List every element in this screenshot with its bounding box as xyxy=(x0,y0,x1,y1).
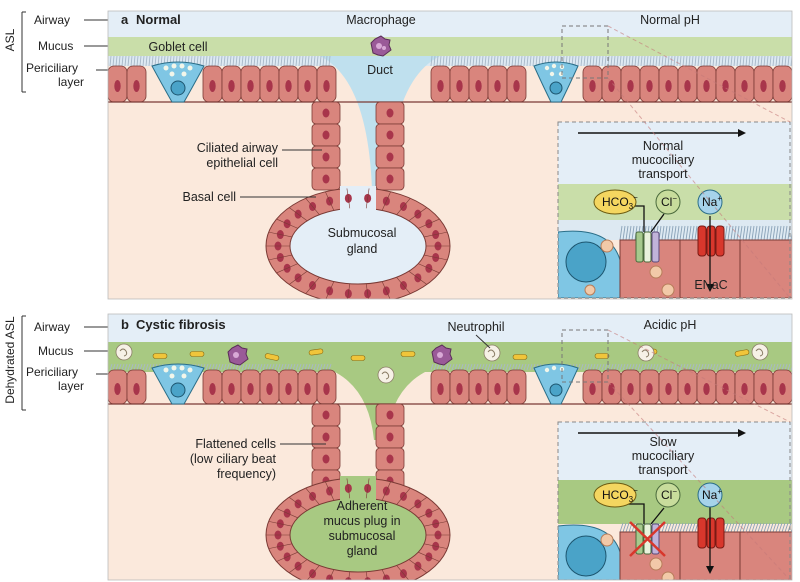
block-cross-icon xyxy=(629,521,666,557)
layer-label-a: layer xyxy=(58,75,84,89)
macrophage-label: Macrophage xyxy=(346,13,416,27)
bicarbonate-ion-b xyxy=(593,482,637,508)
side-labels: ASL Airway Mucus Periciliary layer Dehyd… xyxy=(3,11,108,411)
cftr-channel-b-blocked xyxy=(629,521,666,557)
labels-panel-a: a Normal Macrophage Normal pH Goblet cel… xyxy=(121,12,728,292)
sodium-ion-b xyxy=(697,482,723,508)
macrophage-icon xyxy=(370,35,392,57)
panel-cystic-fibrosis xyxy=(108,314,792,580)
flattened-cells-label-1: Flattened cells xyxy=(195,437,276,451)
zoom-inset-a xyxy=(557,121,792,299)
periciliary-layer-b xyxy=(108,366,792,372)
enac-channel-b xyxy=(697,517,725,549)
bicarbonate-ion-a xyxy=(593,189,637,215)
mucus-plug-label-1: Adherent xyxy=(337,499,388,513)
epithelium-row-a xyxy=(108,65,792,103)
cftr-channel-a xyxy=(635,231,660,263)
goblet-cell-a-left xyxy=(151,61,205,103)
flattened-cells-label-2: (low ciliary beat xyxy=(190,452,277,466)
asl-bracket-label: ASL xyxy=(3,28,17,51)
duct-plug-b xyxy=(320,366,440,440)
layer-label-b: layer xyxy=(58,379,84,393)
flattened-cells-label-3: frequency) xyxy=(217,467,276,481)
neutrophil-label: Neutrophil xyxy=(448,320,505,334)
zoom-inset-b xyxy=(557,421,792,580)
enac-channel-a xyxy=(697,225,725,257)
submucosal-gland-b xyxy=(265,403,451,580)
normal-ph-label: Normal pH xyxy=(640,13,700,27)
labels-panel-b: b Cystic fibrosis Neutrophil Acidic pH F… xyxy=(121,317,722,558)
mucus-plug-label-3: submucosal xyxy=(329,529,396,543)
acidic-ph-label: Acidic pH xyxy=(644,318,697,332)
transport-label-b-3: transport xyxy=(638,463,688,477)
mucus-plug-label-4: gland xyxy=(347,544,378,558)
macrophage-icons-b xyxy=(227,344,453,366)
na-label-b: Na+ xyxy=(702,487,722,502)
mucus-label-a: Mucus xyxy=(38,39,73,53)
gland-label-2: gland xyxy=(347,242,378,256)
ciliated-cell-label-2: epithelial cell xyxy=(206,156,278,170)
transport-label-b-2: mucociliary xyxy=(632,449,695,463)
periciliary-label-b: Periciliary xyxy=(26,365,78,379)
chloride-ion-a xyxy=(655,189,681,215)
mucus-label-b: Mucus xyxy=(38,344,73,358)
neutrophil-icons xyxy=(115,343,769,384)
mucus-layer-a xyxy=(108,37,792,56)
goblet-cell-b-right xyxy=(533,363,579,405)
hco3-label-b: HCO3− xyxy=(602,486,638,504)
dehydrated-asl-bracket-label: Dehydrated ASL xyxy=(3,316,17,404)
enac-label: ENaC xyxy=(694,278,727,292)
transport-label-a-1: Normal xyxy=(643,139,683,153)
transport-label-a-3: transport xyxy=(638,167,688,181)
cl-label-b: Cl− xyxy=(661,487,677,502)
periciliary-layer-a xyxy=(108,56,792,66)
goblet-cell-label: Goblet cell xyxy=(148,40,207,54)
panel-a-letter: a xyxy=(121,12,129,27)
epithelium-row-b xyxy=(108,369,792,405)
cl-label-a: Cl− xyxy=(661,194,677,209)
transport-label-a-2: mucociliary xyxy=(632,153,695,167)
airway-label-a: Airway xyxy=(34,13,70,27)
na-label-a: Na+ xyxy=(702,194,722,209)
goblet-cell-b-left xyxy=(151,363,205,405)
mucus-plug-label-2: mucus plug in xyxy=(323,514,400,528)
duct-label: Duct xyxy=(367,63,393,77)
ciliated-cell-label-1: Ciliated airway xyxy=(197,141,279,155)
panel-normal xyxy=(108,11,792,299)
submucosal-gland-a xyxy=(265,101,451,299)
cilia-row-a xyxy=(109,55,792,67)
airway-layer-a xyxy=(108,11,792,37)
panel-b-title: Cystic fibrosis xyxy=(136,317,226,332)
hco3-label-a: HCO3− xyxy=(602,193,638,211)
gland-label-1: Submucosal xyxy=(328,226,397,240)
chloride-ion-b xyxy=(655,482,681,508)
airway-layer-b xyxy=(108,314,792,342)
goblet-cell-a-right xyxy=(533,61,579,103)
airway-label-b: Airway xyxy=(34,320,70,334)
periciliary-label-a: Periciliary xyxy=(26,61,78,75)
panel-b-letter: b xyxy=(121,317,129,332)
basal-cell-label: Basal cell xyxy=(183,190,237,204)
transport-label-b-1: Slow xyxy=(649,435,677,449)
panel-a-title: Normal xyxy=(136,12,181,27)
